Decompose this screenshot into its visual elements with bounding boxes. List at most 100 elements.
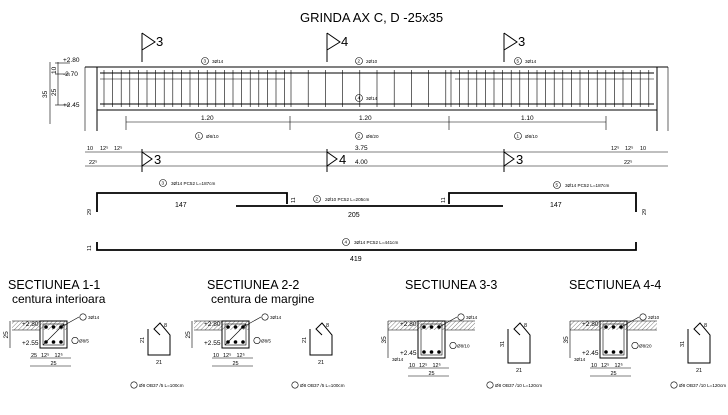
section-title: SECTIUNEA 4-4 bbox=[569, 278, 661, 292]
dim-25: 25 bbox=[51, 88, 58, 96]
svg-text:2: 2 bbox=[358, 59, 361, 64]
bar-3-left-hook: 11 bbox=[291, 197, 297, 203]
svg-text:4: 4 bbox=[339, 152, 346, 167]
stirrup-diagonal bbox=[42, 323, 65, 346]
callout-top-right: 5 3Ø14 bbox=[514, 57, 537, 65]
callout-top-left: 3 3Ø14 bbox=[201, 57, 224, 65]
leader-top bbox=[60, 316, 80, 328]
callout-circle bbox=[457, 313, 465, 321]
end-dim-b: 12⁵ bbox=[100, 145, 108, 152]
elev-top: +2.80 bbox=[22, 321, 39, 328]
stirrup-width: 21 bbox=[318, 360, 324, 366]
svg-text:3Ø14 PC52 L=441cm: 3Ø14 PC52 L=441cm bbox=[354, 240, 398, 245]
section-subtitle: centura de margine bbox=[211, 292, 315, 306]
leader-top bbox=[620, 316, 640, 328]
width-dim-half-1: 12⁵ bbox=[223, 352, 231, 359]
bar-4-up: 11 bbox=[87, 245, 93, 251]
rebar-dot bbox=[604, 325, 608, 329]
svg-text:5: 5 bbox=[517, 59, 520, 64]
stirrup-hook: 8 bbox=[704, 323, 707, 329]
stirrup-height: 21 bbox=[140, 337, 146, 343]
section-title: SECTIUNEA 2-2 bbox=[207, 278, 299, 292]
callout-circle bbox=[71, 336, 79, 344]
bar-schedule: 3 3Ø14 PC52 L=187cm 147 11 29 2 2Ø10 PC5… bbox=[87, 179, 648, 263]
svg-text:2: 2 bbox=[316, 197, 319, 202]
stirrup-width: 21 bbox=[516, 368, 522, 374]
bar-2-len: 205 bbox=[348, 212, 360, 219]
svg-text:2Ø10 PC52 L=205cm: 2Ø10 PC52 L=205cm bbox=[325, 197, 369, 202]
side-dim: 10 bbox=[213, 353, 219, 359]
dim-35: 35 bbox=[42, 90, 49, 98]
svg-text:3: 3 bbox=[154, 152, 161, 167]
rebar-dot bbox=[233, 325, 238, 329]
end-dim-a: 10 bbox=[87, 146, 93, 152]
end-dim-r-a: 10 bbox=[640, 146, 646, 152]
leader-top bbox=[242, 316, 262, 328]
elev-top: +2.80 bbox=[582, 321, 599, 328]
stirrup-loop bbox=[42, 323, 65, 346]
stirrup-loop bbox=[224, 323, 247, 346]
height-dim: 25 bbox=[185, 331, 192, 339]
beam-outline bbox=[599, 320, 628, 359]
rebar-dot bbox=[604, 350, 608, 354]
rebar-dot bbox=[59, 340, 63, 344]
section-subtitle: centura interioara bbox=[12, 292, 106, 306]
rebar-dot bbox=[429, 325, 434, 329]
section-title: SECTIUNEA 1-1 bbox=[8, 278, 100, 292]
callout-circle bbox=[631, 341, 639, 349]
callout-circle bbox=[79, 313, 87, 321]
elev-top-label: +2.80 bbox=[63, 57, 80, 64]
rebar-dot bbox=[233, 340, 238, 344]
bar-3-right-shape bbox=[448, 192, 637, 212]
leader-top bbox=[438, 316, 458, 328]
svg-text:2: 2 bbox=[358, 134, 361, 139]
stirrup-mark: Ø8 OB37 /10 L=120cm bbox=[495, 383, 542, 388]
rebar-dot bbox=[51, 325, 56, 329]
bar-3-right-label: 5 3Ø14 PC52 L=187cm bbox=[553, 181, 609, 189]
bars-top-label: 3Ø14 bbox=[466, 315, 478, 320]
section-marker-3-left-low: 3 bbox=[141, 149, 161, 172]
rebar-dot bbox=[241, 340, 245, 344]
svg-text:3Ø14: 3Ø14 bbox=[525, 59, 537, 64]
stirrup-mark: Ø8 OB37 /5 L=100cm bbox=[300, 383, 345, 388]
callout-circle bbox=[130, 381, 138, 389]
bars-top-label: 3Ø14 bbox=[270, 315, 282, 320]
zone-mid-dim: 1.20 bbox=[359, 115, 372, 122]
bars-top-label: 3Ø14 bbox=[88, 315, 100, 320]
stirrup-hook: 8 bbox=[326, 323, 329, 329]
zone-right-dim: 1.10 bbox=[521, 115, 534, 122]
callout-circle bbox=[253, 336, 261, 344]
svg-text:5: 5 bbox=[556, 183, 559, 188]
bar-3-left-label: 3 3Ø14 PC52 L=187cm bbox=[159, 179, 215, 187]
stirrup-label: Ø8/5 bbox=[79, 339, 89, 344]
svg-text:4: 4 bbox=[358, 96, 361, 101]
stirrup-width: 21 bbox=[696, 368, 702, 374]
height-dim: 35 bbox=[563, 336, 570, 344]
beam-outline bbox=[39, 320, 68, 349]
svg-text:1: 1 bbox=[198, 134, 201, 139]
rebar-dot bbox=[226, 325, 230, 329]
elev-mid-label: -2.70 bbox=[63, 71, 78, 78]
axis-span-dim: 4.00 bbox=[355, 159, 368, 166]
stirrup-callout-mid: 2 Ø8/20 bbox=[355, 132, 379, 140]
elev-bottom: +2.45 bbox=[582, 350, 599, 357]
svg-text:3: 3 bbox=[162, 181, 165, 186]
rebar-dot bbox=[437, 350, 441, 354]
height-dim: 35 bbox=[381, 336, 388, 344]
bar-3-right-down: 29 bbox=[642, 209, 648, 215]
svg-text:1: 1 bbox=[517, 134, 520, 139]
callout-circle bbox=[670, 381, 678, 389]
beam-elevation: +2.80 -2.70 +2.45 35 25 10 3 bbox=[42, 32, 669, 172]
rebar-dot bbox=[44, 325, 48, 329]
bar-3-left-len: 147 bbox=[175, 202, 187, 209]
callout-circle bbox=[291, 381, 299, 389]
stirrup-shape bbox=[309, 322, 333, 356]
elev-top: +2.80 bbox=[204, 321, 221, 328]
svg-text:4: 4 bbox=[341, 34, 348, 49]
end-dim-r-d: 22⁵ bbox=[624, 159, 632, 166]
bars-top-label: 2Ø10 bbox=[648, 315, 660, 320]
elev-bottom-label: +2.45 bbox=[63, 102, 80, 109]
